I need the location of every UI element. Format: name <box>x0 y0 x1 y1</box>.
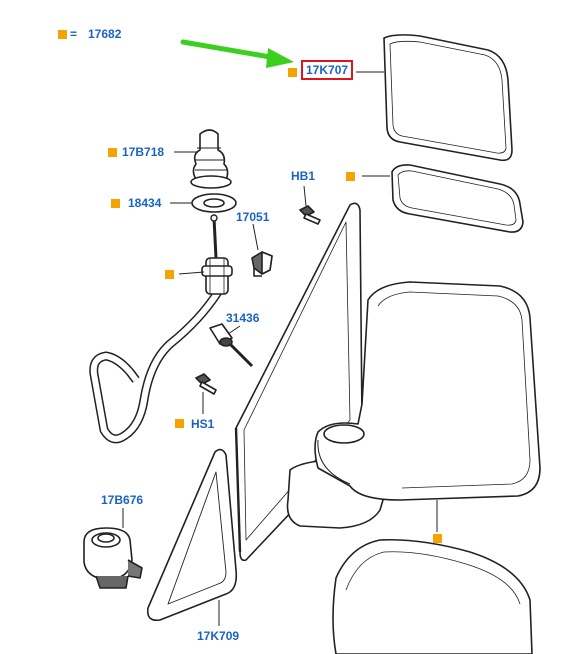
part-label-boot[interactable]: 17B718 <box>122 145 165 159</box>
part-label-grommet[interactable]: 18434 <box>128 196 162 210</box>
marker-hs1 <box>175 419 184 428</box>
marker-backing <box>346 172 355 181</box>
legend-marker <box>58 30 67 39</box>
stud-shape <box>209 323 254 368</box>
legend-equals: = <box>70 27 78 41</box>
mirror-glass-shape <box>383 34 513 162</box>
marker-glass <box>288 68 297 77</box>
part-label-knob[interactable]: 17B676 <box>101 493 144 507</box>
pointer-arrow <box>180 39 294 68</box>
part-label-hb1[interactable]: HB1 <box>291 169 316 183</box>
part-label-hs1[interactable]: HS1 <box>191 417 215 431</box>
part-label-glass[interactable]: 17K707 <box>301 60 354 80</box>
marker-housing <box>433 534 442 543</box>
boot-shape <box>190 129 232 189</box>
part-label-clip[interactable]: 17051 <box>236 210 270 224</box>
bolt-hb1-shape <box>299 205 321 225</box>
part-label-stud[interactable]: 31436 <box>226 311 260 325</box>
marker-grommet <box>111 199 120 208</box>
grommet-shape <box>191 193 237 213</box>
part-label-trim[interactable]: 17K709 <box>197 629 240 643</box>
marker-boot <box>108 148 117 157</box>
glass-backing-shape <box>391 164 524 233</box>
trim-shape <box>146 448 238 622</box>
bolt-hs1-shape <box>195 373 217 395</box>
leader-lines <box>122 71 438 626</box>
knob-shape <box>83 527 143 589</box>
housing-cover-shape <box>332 538 533 654</box>
clip-shape <box>251 251 273 277</box>
cable-adjuster-shape <box>201 257 233 295</box>
legend-part-number[interactable]: 17682 <box>88 27 122 41</box>
marker-adjuster <box>165 270 174 279</box>
cable-shape <box>89 214 222 444</box>
mirror-housing-shape <box>314 281 541 501</box>
